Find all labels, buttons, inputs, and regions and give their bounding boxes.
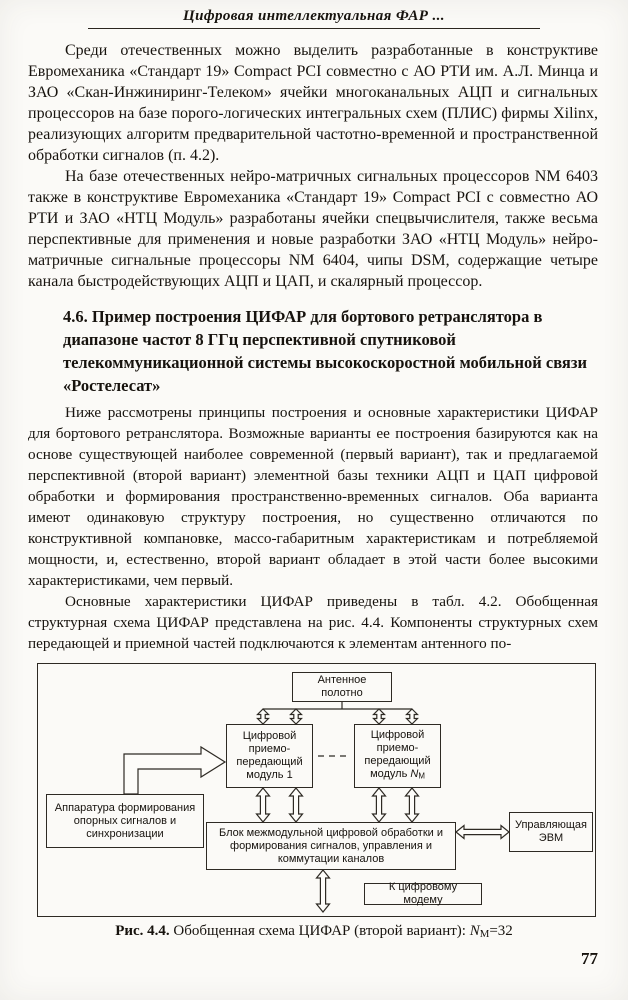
- control-computer-label-line: Управляющая: [514, 819, 588, 831]
- antenna-panel-label-line: Антенное: [317, 674, 367, 686]
- module-label-line: приемо-: [248, 743, 291, 755]
- module-label-line: передающий: [364, 755, 431, 768]
- section-heading-4-6: 4.6. Пример построения ЦИФАР для бортово…: [63, 307, 587, 395]
- body-text: Среди отечественных можно выделить разра…: [28, 40, 598, 654]
- double-arrow-icon: [404, 787, 420, 823]
- page-number: 77: [581, 949, 598, 969]
- transceiver-module-1-box: Цифровой приемо- передающий модуль 1: [226, 724, 313, 788]
- n-symbol: N: [469, 923, 480, 939]
- intermodule-processing-block-label: Блок межмодульной цифровой обработки и ф…: [219, 826, 443, 865]
- module-label-line: Цифровой: [370, 729, 425, 742]
- elbow-arrow-icon: [123, 745, 227, 795]
- paragraph-4: Основные характеристики ЦИФАР приведены …: [28, 593, 598, 652]
- double-arrow-icon: [372, 708, 386, 725]
- antenna-panel-box: Антенное полотно: [292, 672, 392, 702]
- double-arrow-icon: [455, 824, 510, 840]
- module-label-line: приемо-: [376, 742, 419, 755]
- figure-4-4-block-diagram: Антенное полотно Цифровой приемо- переда…: [37, 663, 596, 917]
- n-symbol: N: [410, 768, 419, 781]
- antenna-panel-label-line: полотно: [321, 687, 363, 699]
- figure-caption: Рис. 4.4. Обобщенная схема ЦИФАР (второй…: [0, 923, 628, 940]
- control-computer-label-line: ЭВМ: [538, 832, 564, 844]
- double-arrow-icon: [405, 708, 419, 725]
- module-label-line: передающий: [236, 756, 303, 768]
- paragraph-2: На базе отечественных нейро-матричных си…: [28, 168, 598, 290]
- double-arrow-icon: [288, 787, 304, 823]
- paragraph-1: Среди отечественных можно выделить разра…: [28, 42, 598, 164]
- digital-modem-label: К цифровому модему: [388, 881, 458, 906]
- double-arrow-icon: [256, 708, 270, 725]
- module-label-line: модуль 1: [246, 769, 293, 781]
- double-arrow-icon: [255, 787, 271, 823]
- double-arrow-icon: [315, 869, 331, 913]
- running-head: Цифровая интеллектуальная ФАР ...: [183, 8, 445, 24]
- reference-signal-unit-box: Аппаратура формирования опорных сигналов…: [46, 794, 204, 848]
- figure-caption-text: Обобщенная схема ЦИФАР (второй вариант):: [169, 923, 470, 939]
- intermodule-processing-block-box: Блок межмодульной цифровой обработки и ф…: [206, 822, 456, 870]
- control-computer-box: Управляющая ЭВМ: [509, 812, 593, 852]
- figure-caption-number: Рис. 4.4.: [115, 923, 170, 939]
- n-subscript: М: [479, 928, 490, 941]
- running-head-rule: [88, 28, 540, 29]
- double-arrow-icon: [289, 708, 303, 725]
- module-label-line: модуль NМ: [370, 768, 425, 781]
- paragraph-3: Ниже рассмотрены принципы построения и о…: [28, 404, 598, 589]
- reference-signal-unit-label: Аппаратура формирования опорных сигналов…: [54, 801, 196, 840]
- figure-caption-value: =32: [489, 923, 513, 939]
- double-arrow-icon: [371, 787, 387, 823]
- digital-modem-box: К цифровому модему: [364, 881, 482, 906]
- module-label-line: Цифровой: [242, 730, 297, 742]
- transceiver-module-n-box: Цифровой приемо- передающий модуль NМ: [354, 724, 441, 788]
- n-subscript: М: [418, 771, 425, 781]
